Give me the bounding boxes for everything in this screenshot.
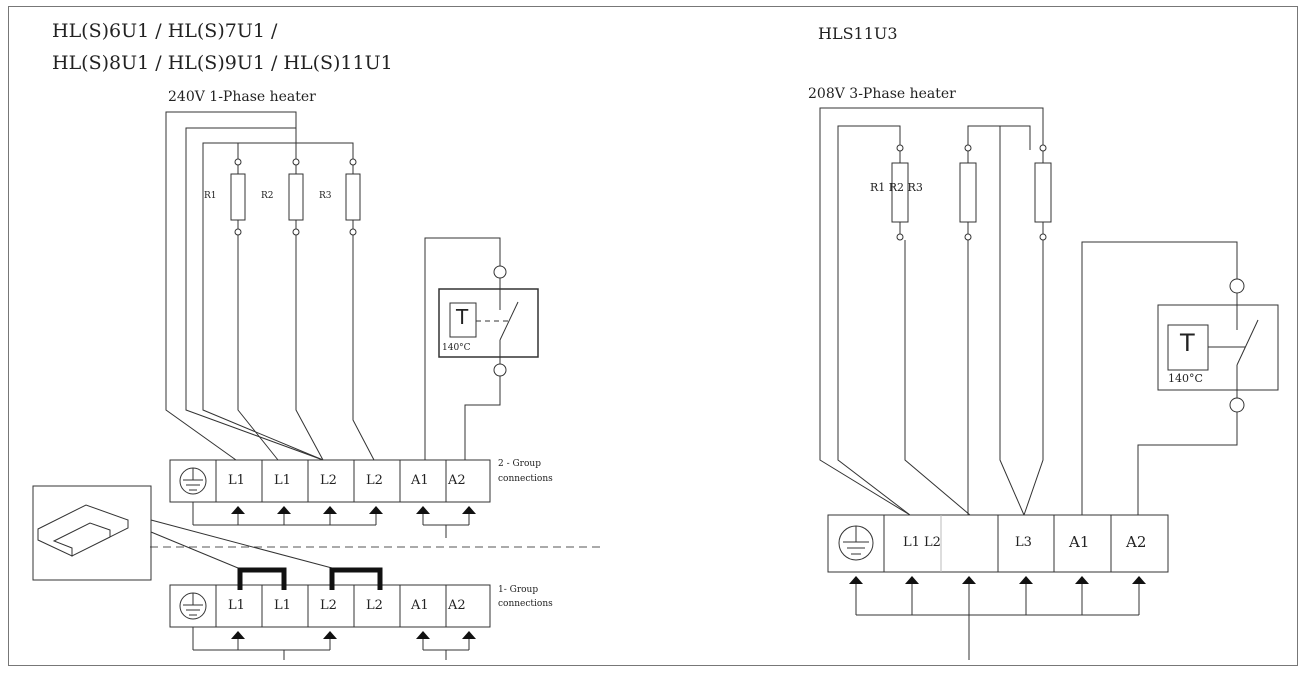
left-thermostat-t: T: [456, 305, 469, 329]
right-terminal-block: [827, 514, 1169, 660]
left-resistor-label-r2: R2: [261, 191, 274, 201]
terminal-top-2: L1: [274, 473, 291, 488]
left-bridges: [237, 567, 383, 590]
terminal-top-3: L2: [320, 473, 337, 488]
terminal-bottom-1: L1: [228, 598, 245, 613]
terminal-bottom-5: A1: [411, 598, 429, 613]
right-resistors-label: R1 R2 R3: [870, 181, 923, 194]
right-thermostat: [1157, 278, 1279, 413]
right-thermostat-t: T: [1180, 329, 1195, 357]
right-terminal-l3: L3: [1015, 535, 1032, 550]
terminal-bottom-6: A2: [448, 598, 466, 613]
terminal-bottom-2: L1: [274, 598, 291, 613]
group1-label-1: 1- Group: [498, 585, 539, 595]
right-resistor-r3: [1034, 162, 1052, 223]
left-terminal-arrows-bottom: [231, 631, 476, 639]
left-terminal-arrows-top: [231, 506, 476, 514]
group2-label-2: connections: [498, 474, 553, 484]
right-ground-symbol: [838, 525, 874, 561]
right-heater-label: 208V 3-Phase heater: [808, 86, 956, 102]
terminal-bottom-4: L2: [366, 598, 383, 613]
left-thermostat: [438, 265, 539, 377]
right-resistor-r2: [959, 162, 977, 223]
right-terminal-a2: A2: [1126, 533, 1147, 551]
terminal-top-1: L1: [228, 473, 245, 488]
left-resistor-label-r3: R3: [319, 191, 332, 201]
left-resistor-nodes: [234, 158, 357, 236]
left-thermostat-temp: 140°C: [442, 343, 471, 353]
left-terminal-block-group2: [169, 459, 491, 538]
group1-label-2: connections: [498, 599, 553, 609]
terminal-top-4: L2: [366, 473, 383, 488]
terminal-bottom-3: L2: [320, 598, 337, 613]
left-heater-label: 240V 1-Phase heater: [168, 89, 316, 105]
left-resistor-r3: [345, 173, 361, 221]
terminal-top-5: A1: [411, 473, 429, 488]
left-terminal-block-group1: [169, 584, 491, 660]
right-resistor-nodes: [896, 144, 1047, 241]
left-resistor-r2: [288, 173, 304, 221]
right-heater-wiring: [819, 107, 1238, 516]
left-ground-symbol-top: [179, 467, 207, 495]
diagram-frame: [8, 6, 1298, 666]
right-resistor-r1: [891, 162, 909, 223]
right-title: HLS11U3: [818, 24, 898, 43]
right-terminal-l1l2: L1 L2: [903, 535, 941, 550]
left-resistor-label-r1: R1: [204, 191, 217, 201]
right-terminal-a1: A1: [1069, 533, 1090, 551]
left-title-line2: HL(S)8U1 / HL(S)9U1 / HL(S)11U1: [52, 52, 393, 74]
left-ground-symbol-bottom: [179, 592, 207, 620]
right-thermostat-temp: 140°C: [1168, 372, 1203, 385]
left-title-line1: HL(S)6U1 / HL(S)7U1 /: [52, 20, 278, 42]
left-heater-wiring: [165, 111, 501, 461]
left-resistor-r1: [230, 173, 246, 221]
terminal-top-6: A2: [448, 473, 466, 488]
bridge-inset: [32, 485, 333, 581]
group2-label-1: 2 - Group: [498, 459, 541, 469]
right-terminal-arrows: [849, 576, 1146, 584]
